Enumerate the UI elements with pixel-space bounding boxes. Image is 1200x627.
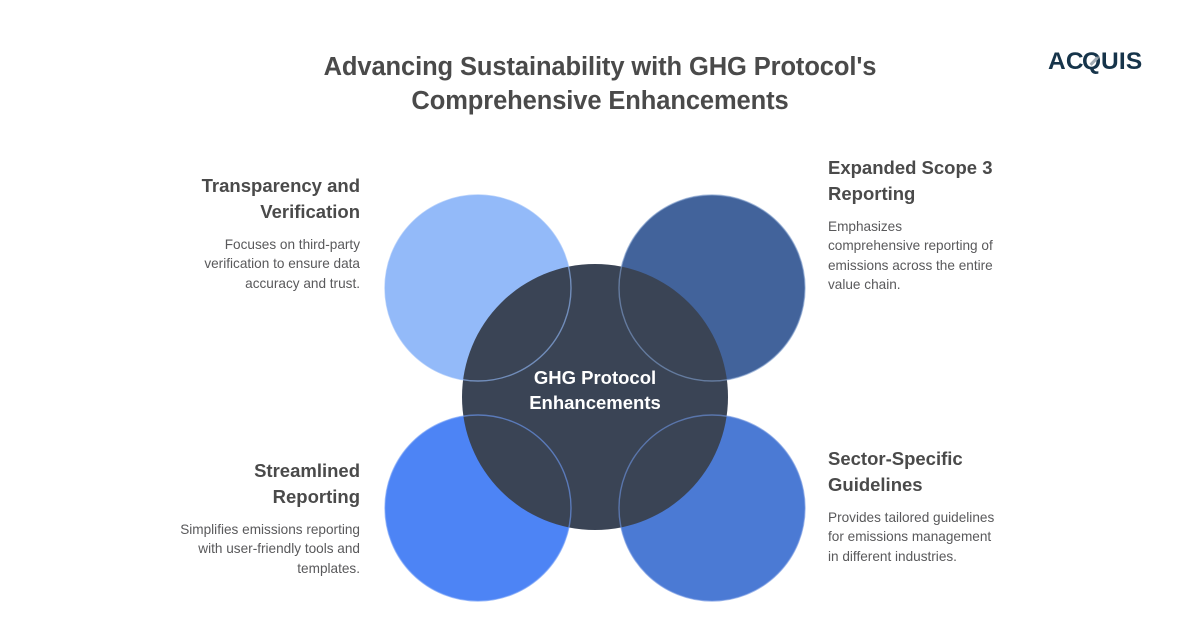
page-title: Advancing Sustainability with GHG Protoc… [323,53,877,116]
callout-transparency-title: Transparency and Verification [201,175,360,222]
petal-outline-streamlined [384,414,572,602]
petal-circle-transparency [385,195,571,381]
petal-arc-outlines [384,194,806,602]
svg-text:Q: Q [1082,48,1101,75]
acquis-logo-q-tip [1096,56,1100,59]
callout-streamlined-body: Simplifies emissions reporting with user… [180,522,360,576]
petal-outline-expanded-scope [618,194,806,382]
callout-streamlined: Streamlined Reporting Simplifies emissio… [180,458,360,578]
petal-outline-transparency [384,194,572,382]
callout-streamlined-title: Streamlined Reporting [254,460,360,507]
acquis-logo-q-glyph: Q [1082,48,1101,75]
acquis-logo-q-slash [1089,56,1099,66]
callout-expanded-scope-body: Emphasizes comprehensive reporting of em… [828,219,993,292]
acquis-logo: AC Q UIS [1048,44,1152,78]
callout-sector-specific: Sector-Specific Guidelines Provides tail… [828,446,1000,566]
petal-circle-expanded-scope [619,195,805,381]
callout-expanded-scope-title: Expanded Scope 3 Reporting [828,157,993,204]
callout-expanded-scope: Expanded Scope 3 Reporting Emphasizes co… [828,155,993,294]
callout-transparency-body: Focuses on third-party verification to e… [204,237,360,291]
acquis-logo-text-before: AC [1048,48,1084,75]
acquis-logo-mark: AC Q UIS [1048,48,1142,75]
petal-circle-sector-specific [619,415,805,601]
petal-circle-streamlined [385,415,571,601]
center-label-line-1: GHG Protocol [533,367,657,389]
center-label-line-2: Enhancements [529,392,661,413]
callout-sector-specific-title: Sector-Specific Guidelines [828,448,963,495]
petal-outline-sector-specific [618,414,806,602]
acquis-logo-text-after: UIS [1101,48,1142,75]
callout-transparency: Transparency and Verification Focuses on… [180,173,360,293]
callout-sector-specific-body: Provides tailored guidelines for emissio… [828,510,995,564]
center-circle-label: GHG Protocol Enhancements [475,366,715,416]
center-circle [462,264,728,530]
